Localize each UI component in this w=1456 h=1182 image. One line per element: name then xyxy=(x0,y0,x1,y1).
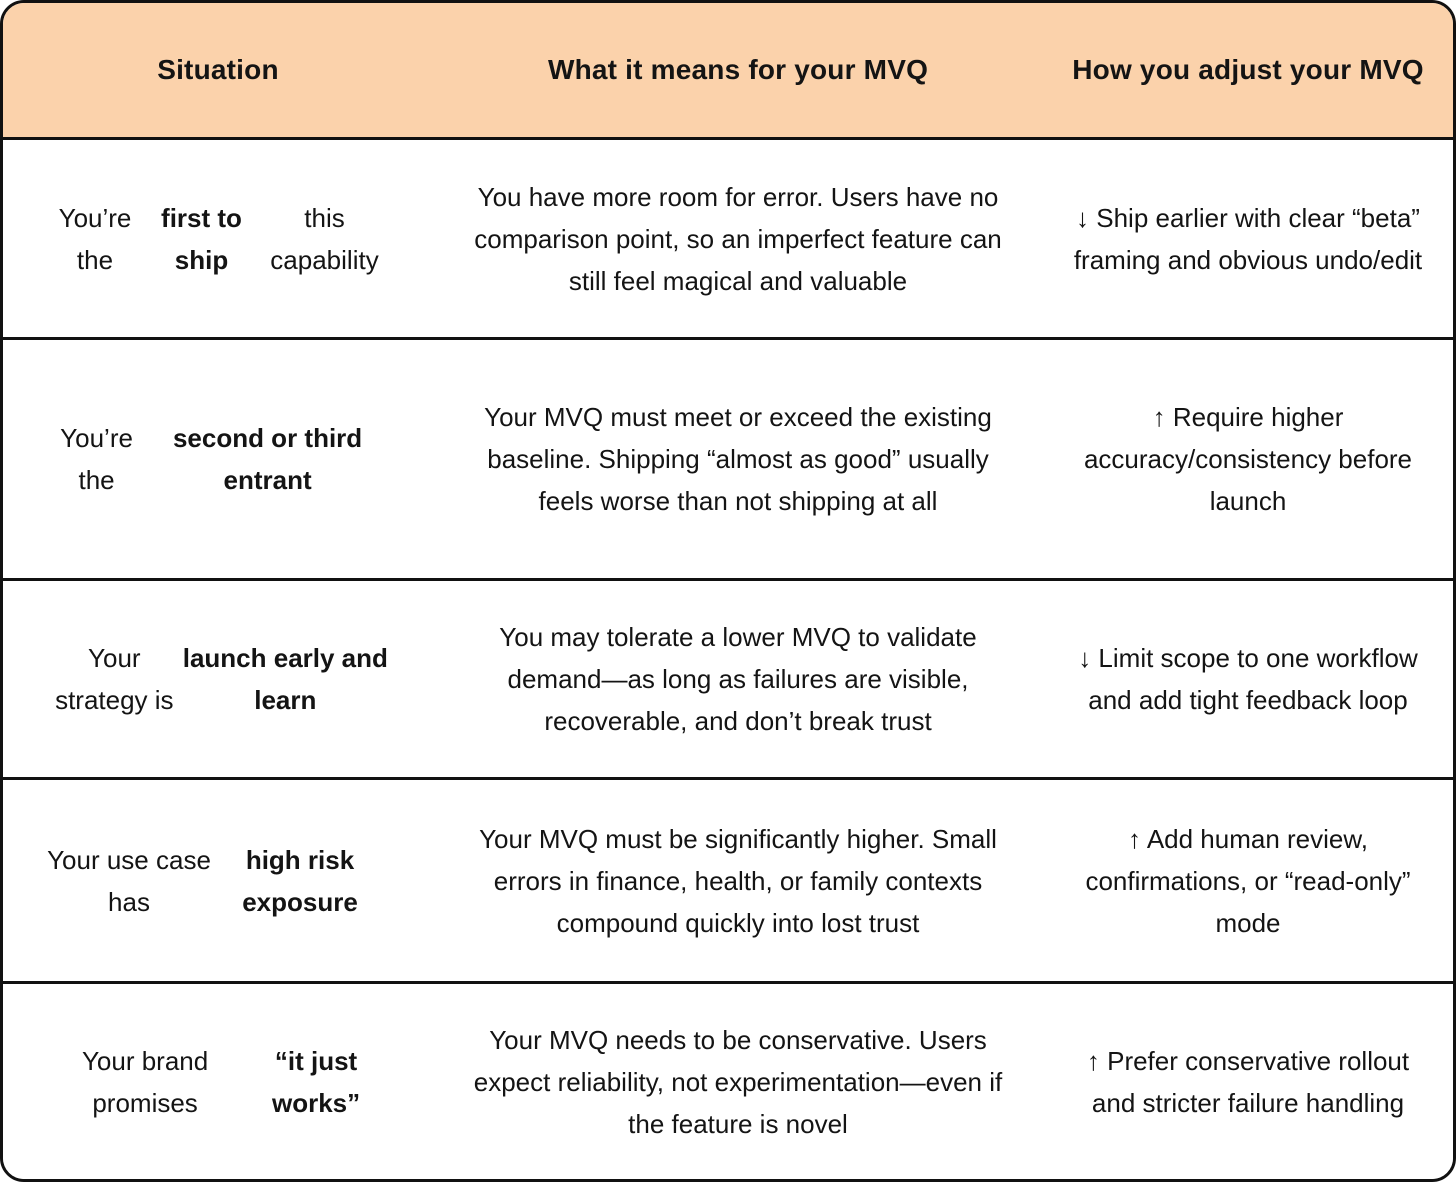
situation-cell: You’re the first to ship this capability xyxy=(58,202,379,275)
situation-cell: You’re the second or third entrant xyxy=(60,423,363,495)
table-row: Your use case has high risk exposure You… xyxy=(3,777,1453,981)
situation-cell: Your strategy is launch early and learn xyxy=(55,643,388,715)
meaning-cell: Your MVQ needs to be conservative. Users… xyxy=(473,1024,1003,1139)
table-row: You’re the first to ship this capability… xyxy=(3,137,1453,337)
header-cell-adjust: How you adjust your MVQ xyxy=(1072,54,1424,85)
table-row: Your brand promises “it just works” Your… xyxy=(3,981,1453,1179)
adjust-cell: ↑ Require higher accuracy/consistency be… xyxy=(1083,402,1413,516)
table-row: You’re the second or third entrant Your … xyxy=(3,337,1453,578)
adjust-cell: ↓ Limit scope to one workflow and add ti… xyxy=(1078,643,1418,715)
adjust-cell: ↓ Ship earlier with clear “beta” framing… xyxy=(1073,202,1423,275)
meaning-cell: Your MVQ must meet or exceed the existin… xyxy=(484,402,992,516)
table-header-row: Situation What it means for your MVQ How… xyxy=(3,3,1453,137)
adjust-cell: ↑ Prefer conservative rollout and strict… xyxy=(1086,1045,1410,1118)
meaning-cell: You have more room for error. Users have… xyxy=(474,181,1002,296)
meaning-cell: You may tolerate a lower MVQ to validate… xyxy=(499,622,977,736)
adjust-cell: ↑ Add human review, confirmations, or “r… xyxy=(1085,823,1411,938)
table-body: You’re the first to ship this capability… xyxy=(3,137,1453,1179)
table-row: Your strategy is launch early and learn … xyxy=(3,578,1453,777)
situation-cell: Your use case has high risk exposure xyxy=(47,844,358,917)
situation-cell: Your brand promises “it just works” xyxy=(81,1045,361,1118)
meaning-cell: Your MVQ must be significantly higher. S… xyxy=(479,823,997,938)
header-cell-situation: Situation xyxy=(157,54,279,85)
header-cell-meaning: What it means for your MVQ xyxy=(547,54,929,85)
